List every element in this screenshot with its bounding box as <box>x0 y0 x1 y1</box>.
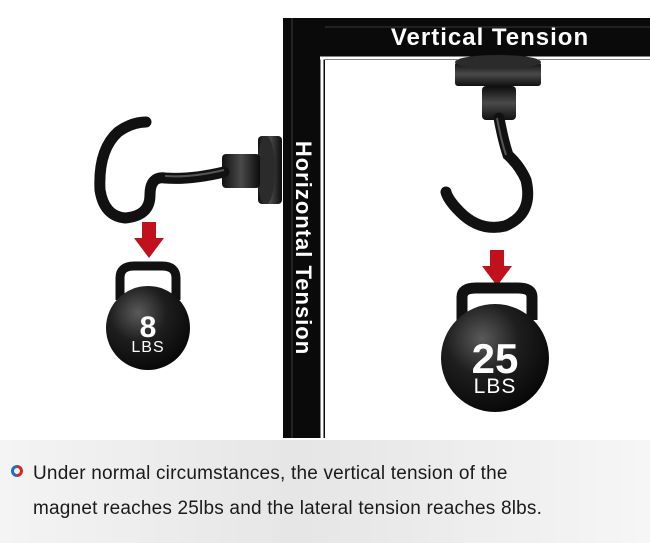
caption-line-2: magnet reaches 25lbs and the lateral ten… <box>33 498 543 519</box>
caption-line-1: Under normal circumstances, the vertical… <box>33 463 508 484</box>
product-illustration: Vertical Tension Horizontal Tension 8 LB… <box>94 18 650 438</box>
frame-wall <box>283 18 650 438</box>
weight-25-unit: LBS <box>473 375 517 398</box>
vertical-tension-label: Vertical Tension <box>390 24 590 51</box>
arrow-down-icon <box>482 250 512 286</box>
weight-25-value: 25 <box>471 335 519 382</box>
top-magnet-hook <box>440 55 541 233</box>
horizontal-tension-label: Horizontal Tension <box>291 140 316 356</box>
weight-8-unit: LBS <box>131 339 165 356</box>
kettlebell-25lbs <box>441 282 549 412</box>
caption-bar: Under normal circumstances, the vertical… <box>0 440 650 543</box>
side-magnet-hook <box>94 116 282 224</box>
magnet-icon <box>11 465 23 477</box>
kettlebell-8lbs <box>106 261 190 370</box>
arrow-down-icon <box>134 222 164 258</box>
weight-8-value: 8 <box>139 311 157 344</box>
horizontal-tension-label-wrap: Horizontal Tension <box>283 58 323 438</box>
